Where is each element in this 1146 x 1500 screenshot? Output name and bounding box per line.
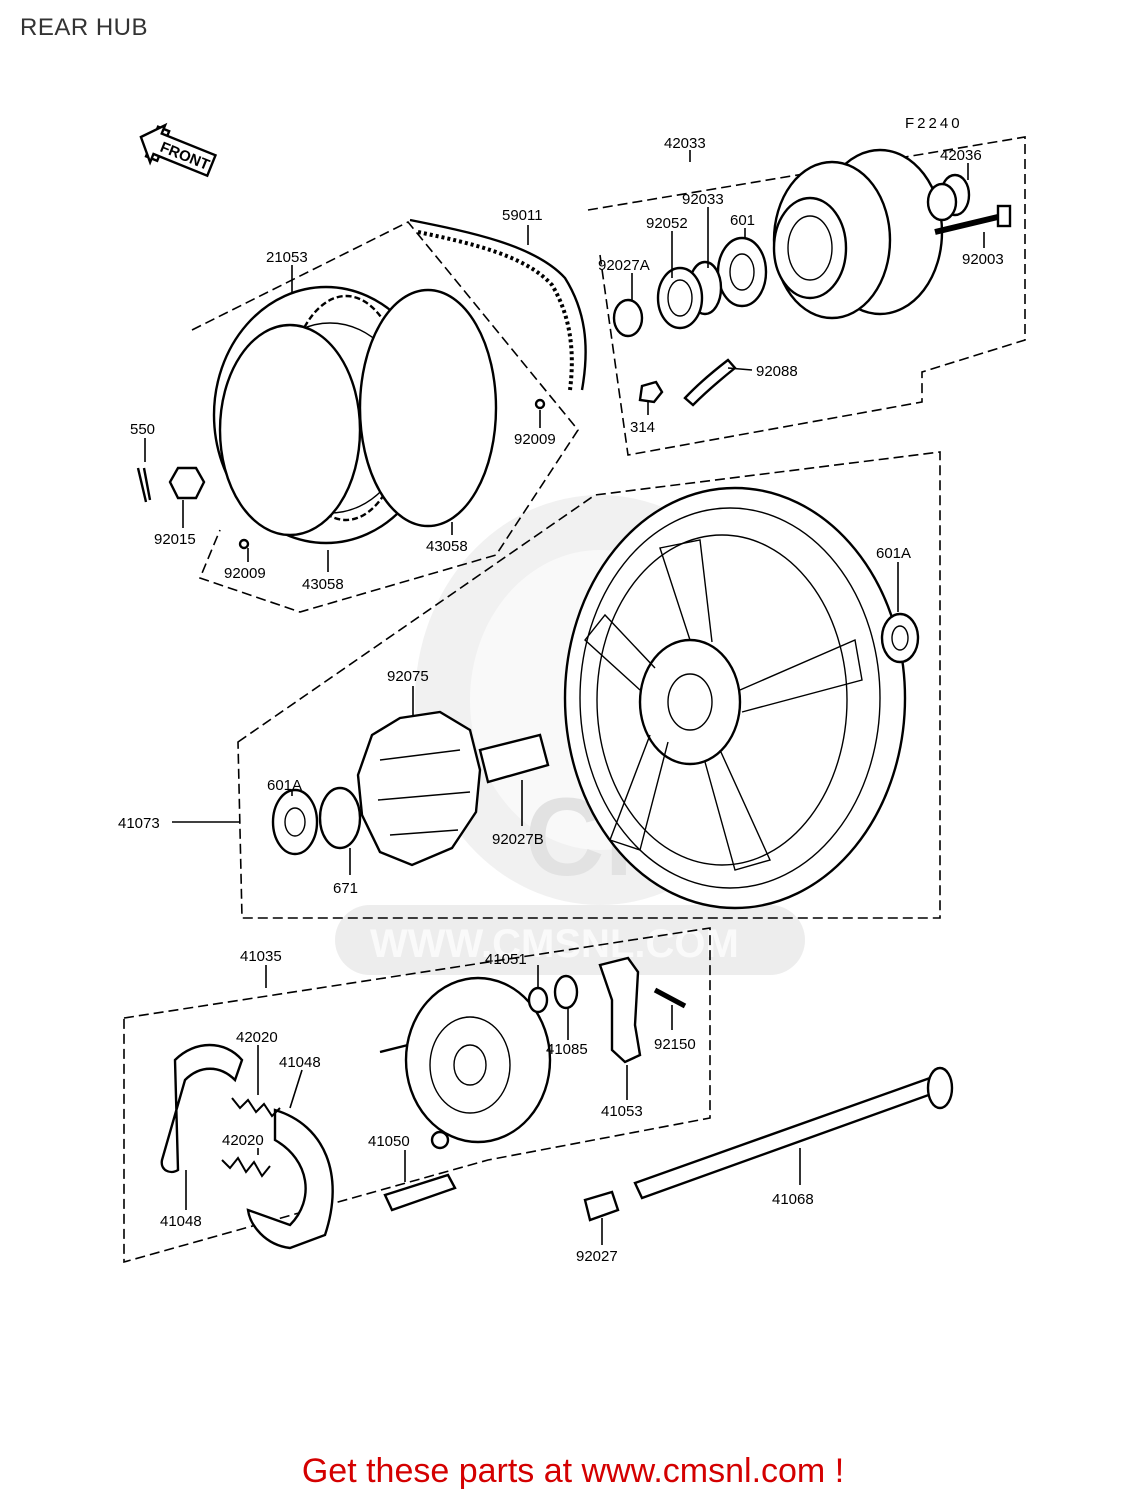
nut-92015 [168, 466, 206, 500]
watermark-url: WWW.CMSNL.COM [370, 922, 739, 966]
front-arrow-icon: FRONT [139, 122, 218, 178]
cam-41050 [383, 1173, 457, 1212]
callout-92027: 92027 [576, 1248, 618, 1265]
footer-cta-link[interactable]: Get these parts at www.cmsnl.com ! [301, 1452, 845, 1490]
group-outline-wheel [237, 451, 941, 919]
callout-41048-bottom: 41048 [160, 1213, 202, 1230]
callout-41048-top: 41048 [279, 1054, 321, 1071]
callout-42020-top: 42020 [236, 1029, 278, 1046]
damper-92075 [356, 710, 482, 867]
callout-550: 550 [130, 421, 155, 438]
collar-92027b [478, 733, 550, 784]
callout-41050: 41050 [368, 1133, 410, 1150]
callout-21053: 21053 [266, 249, 308, 266]
group-outline-hub [587, 136, 1026, 456]
plate-92088 [683, 358, 737, 407]
collar-92027 [583, 1190, 620, 1222]
callouts: 42033 42036 92033 92052 601 92027A 92003… [118, 135, 1004, 1265]
o-ring-671 [318, 786, 362, 850]
bolt-92150 [653, 987, 687, 1009]
sleeve-92052 [656, 266, 704, 330]
wheel-41073 [563, 486, 907, 910]
figure-code: F2240 [905, 115, 963, 132]
leader-lines [144, 150, 985, 1245]
callout-92009-a: 92009 [514, 431, 556, 448]
lever-41053 [598, 956, 642, 1064]
brake-panel-41035 [379, 976, 552, 1150]
callout-42036: 42036 [940, 147, 982, 164]
callout-92015: 92015 [154, 531, 196, 548]
axle-41068 [633, 1066, 954, 1200]
callout-41035: 41035 [240, 948, 282, 965]
callout-92027a: 92027A [598, 257, 650, 274]
group-outline-brake [123, 927, 711, 1264]
callout-601: 601 [730, 212, 755, 229]
callout-671: 671 [333, 880, 358, 897]
bolt-92003 [934, 204, 1012, 235]
callout-42020-bottom: 42020 [222, 1132, 264, 1149]
bearing-601a-right [880, 612, 920, 664]
washer-41051 [527, 986, 549, 1014]
cotter-pin-550 [136, 467, 152, 503]
callout-92052: 92052 [646, 215, 688, 232]
brake-shoe-41048-bottom [246, 1108, 334, 1250]
spacer-92027a [612, 298, 644, 338]
callout-92033: 92033 [682, 191, 724, 208]
bearing-601a-left [271, 788, 319, 856]
callout-41051: 41051 [485, 951, 527, 968]
ring-43058 [358, 288, 498, 528]
callout-92088: 92088 [756, 363, 798, 380]
page-title: REAR HUB [20, 14, 149, 41]
collar-42036 [926, 173, 971, 222]
callout-41053: 41053 [601, 1103, 643, 1120]
nut-314 [638, 380, 664, 404]
callout-92009-b: 92009 [224, 565, 266, 582]
bolt-92009-a [534, 398, 546, 410]
indicator-41085 [553, 974, 579, 1010]
callout-92150: 92150 [654, 1036, 696, 1053]
bolt-92009-b [238, 538, 250, 550]
callout-43058-a: 43058 [426, 538, 468, 555]
callout-601a-right: 601A [876, 545, 911, 562]
exploded-parts-diagram: CMS WWW.CMSNL.COM F2240 FRONT [118, 115, 1026, 1265]
callout-92075: 92075 [387, 668, 429, 685]
callout-41085: 41085 [546, 1041, 588, 1058]
callout-92027b: 92027B [492, 831, 544, 848]
callout-92003: 92003 [962, 251, 1004, 268]
hub-drum [772, 148, 944, 320]
callout-314: 314 [630, 419, 655, 436]
brake-shoe-41048-top [160, 1043, 244, 1174]
spring-42020-bottom [221, 1156, 271, 1178]
callout-42033: 42033 [664, 135, 706, 152]
callout-41073: 41073 [118, 815, 160, 832]
belt-59011 [409, 218, 587, 391]
bearing-601 [716, 236, 768, 308]
spring-42020-top [231, 1097, 281, 1118]
callout-601a-left: 601A [267, 777, 302, 794]
callout-41068: 41068 [772, 1191, 814, 1208]
callout-43058-b: 43058 [302, 576, 344, 593]
callout-59011: 59011 [502, 207, 543, 224]
group-outline-sprocket [191, 220, 579, 613]
